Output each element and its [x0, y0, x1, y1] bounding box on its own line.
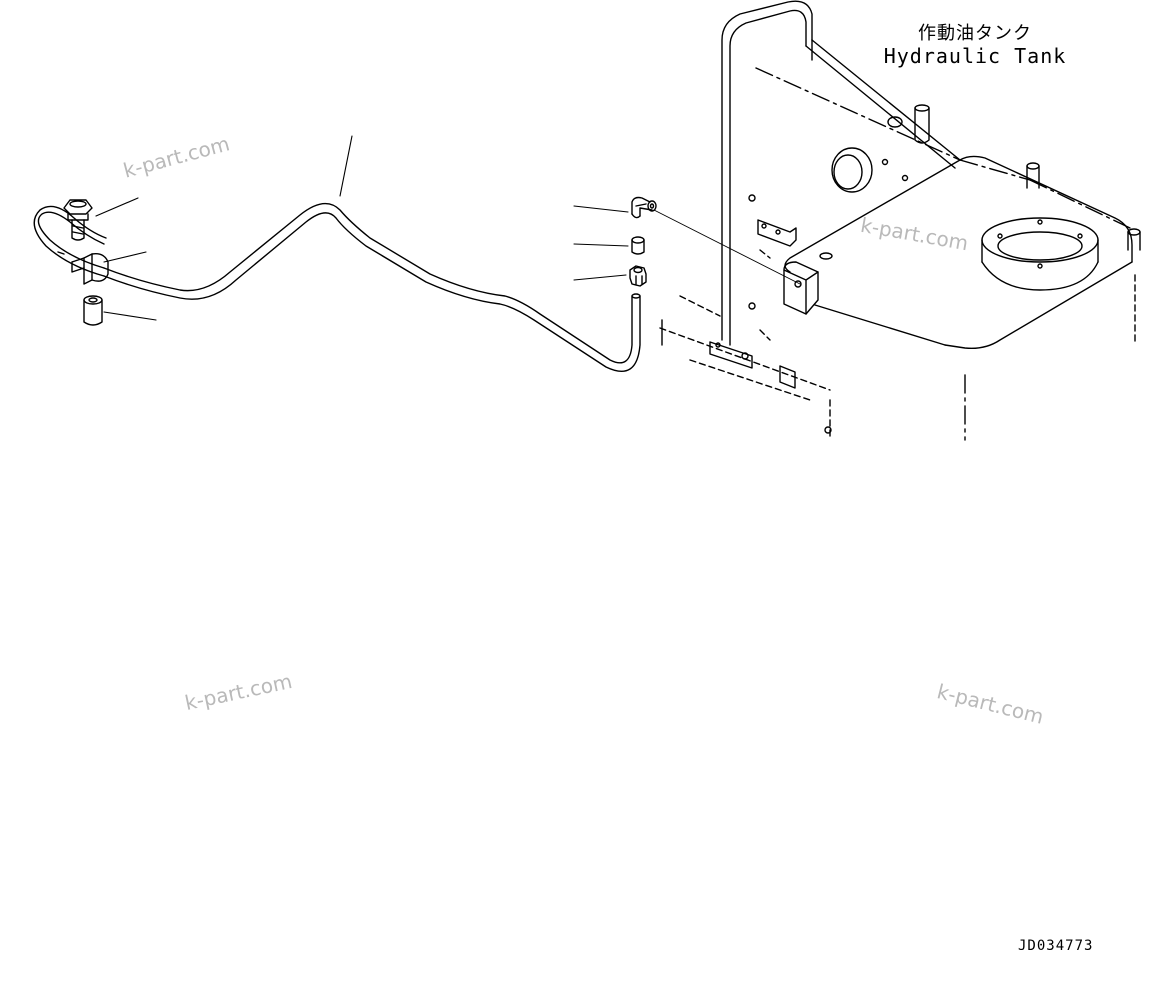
elbow-fitting — [631, 196, 657, 219]
drain-pipe — [103, 202, 641, 372]
nut — [629, 265, 647, 287]
tank-label-english: Hydraulic Tank — [883, 43, 1067, 68]
tank-label-japanese: 作動油タンク — [918, 23, 1032, 44]
leader-lines — [95, 135, 801, 321]
sleeve — [631, 236, 645, 255]
bolt — [63, 199, 93, 241]
collar — [83, 295, 103, 326]
drawing-number: JD034773 — [1018, 938, 1094, 954]
hydraulic-tank-label: 作動油タンク Hydraulic Tank — [870, 23, 1080, 68]
clamp — [71, 252, 109, 285]
hydraulic-tank-drawing — [659, 0, 1141, 441]
tube-end-loop — [33, 205, 107, 277]
